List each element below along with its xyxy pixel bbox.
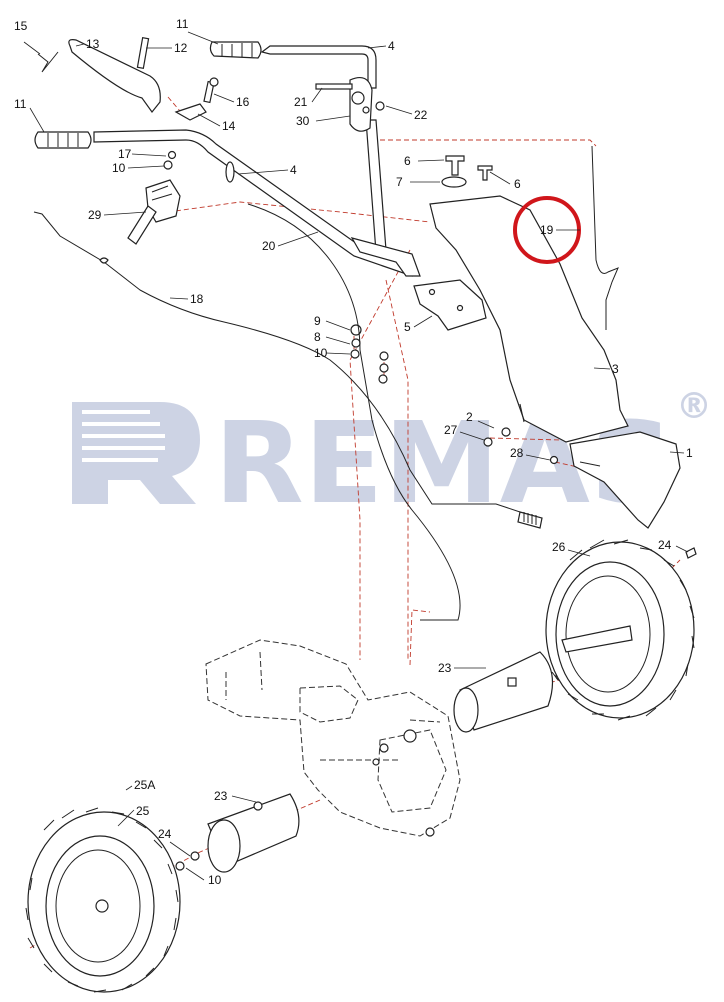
leader-line [325, 320, 351, 331]
part-callout-10: 10 [112, 161, 126, 175]
leader-line [593, 367, 611, 370]
part-callout-19: 19 [540, 223, 554, 237]
part-callout-21: 21 [294, 95, 308, 109]
handlebar-upper [209, 41, 377, 89]
part-callout-24: 24 [158, 827, 172, 841]
leader-line [325, 336, 351, 345]
leader-line [131, 153, 167, 157]
hub-sleeve-right [453, 651, 554, 733]
part-callout-4: 4 [290, 163, 297, 177]
part-callout-2: 2 [466, 410, 473, 424]
leader-line [669, 451, 685, 454]
leader-line [489, 171, 511, 185]
part-callout-26: 26 [552, 540, 566, 554]
leader-line [23, 41, 41, 55]
remas-logo-r [72, 402, 200, 504]
part-callout-29: 29 [88, 208, 102, 222]
cover-1 [569, 431, 681, 529]
handle-column [349, 77, 421, 277]
part-callout-8: 8 [314, 330, 321, 344]
leader-line [417, 159, 445, 162]
leader-line [277, 231, 319, 247]
part-callout-25: 25 [136, 804, 150, 818]
part-callout-10: 10 [208, 873, 222, 887]
leader-line [413, 315, 433, 328]
leader-line [187, 31, 219, 45]
leader-line [311, 87, 323, 103]
part-callout-13: 13 [86, 37, 100, 51]
part-callout-6: 6 [514, 177, 521, 191]
part-callout-12: 12 [174, 41, 188, 55]
part-callout-10: 10 [314, 346, 328, 360]
part-callout-28: 28 [510, 446, 524, 460]
part-callout-11: 11 [14, 97, 27, 111]
leader-line [75, 43, 85, 47]
part-callout-3: 3 [612, 362, 619, 376]
leader-line [185, 867, 205, 881]
part-callout-11: 11 [176, 17, 189, 31]
part-callout-1: 1 [686, 446, 693, 460]
part-callout-22: 22 [414, 108, 428, 122]
leader-line [231, 795, 257, 803]
leader-line [213, 93, 235, 103]
part-callout-7: 7 [396, 175, 403, 189]
leader-line [459, 431, 485, 441]
part-callout-23: 23 [438, 661, 452, 675]
bracket-5 [413, 279, 487, 331]
part-callout-24: 24 [658, 538, 672, 552]
throttle-control [127, 179, 181, 245]
part-callout-6: 6 [404, 154, 411, 168]
watermark-registered-mark: ® [676, 386, 712, 427]
throttle-lever [37, 37, 161, 113]
part-callout-9: 9 [314, 314, 321, 328]
leader-line [315, 115, 351, 122]
part-callout-27: 27 [444, 423, 458, 437]
part-callout-16: 16 [236, 95, 250, 109]
engine-gearbox [205, 639, 461, 837]
part-callout-20: 20 [262, 239, 276, 253]
part-callout-30: 30 [296, 114, 310, 128]
leader-line [525, 454, 551, 461]
hardware-group [163, 83, 697, 871]
leader-line [127, 165, 165, 169]
part-callout-25a: 25A [134, 778, 155, 792]
leader-line [169, 841, 191, 857]
belt-guard [429, 195, 629, 443]
leader-line [675, 545, 689, 553]
part-callout-18: 18 [190, 292, 204, 306]
leader-line [169, 297, 189, 300]
handlebar-lower [34, 129, 415, 277]
leader-line [237, 169, 289, 175]
wheel-right [545, 539, 695, 721]
leader-line [117, 809, 135, 827]
hub-sleeve-left [207, 793, 300, 873]
part-callout-15: 15 [14, 19, 28, 33]
leader-line [325, 352, 351, 355]
part-callout-23: 23 [214, 789, 228, 803]
lever-bracket [174, 77, 219, 121]
leader-line [103, 211, 147, 216]
wheel-left [25, 807, 181, 993]
part-callout-17: 17 [118, 147, 132, 161]
leader-line [367, 45, 387, 49]
leader-line [29, 107, 45, 133]
leader-line [385, 105, 413, 115]
control-cables [33, 145, 619, 621]
part-callout-4: 4 [388, 39, 395, 53]
leader-line [197, 113, 221, 127]
part-callout-5: 5 [404, 320, 411, 334]
part-callout-14: 14 [222, 119, 236, 133]
leader-line [477, 420, 495, 429]
leader-line [567, 549, 591, 557]
leader-line [125, 785, 133, 791]
